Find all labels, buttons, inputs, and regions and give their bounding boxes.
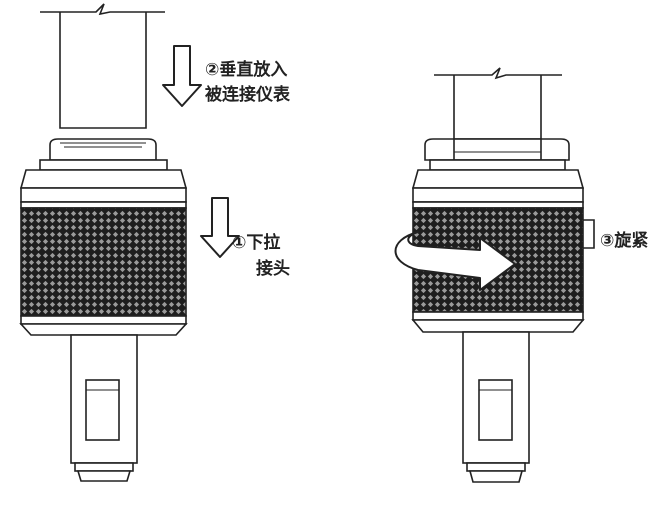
lower-body-right	[462, 331, 530, 483]
step2-label-line2: 被连接仪表	[205, 84, 291, 105]
curved-rotation-arrow-icon	[394, 231, 516, 291]
lower-body-left	[70, 334, 138, 482]
right-assembly	[411, 67, 585, 483]
left-assembly	[19, 3, 188, 482]
fitting-top-right	[411, 138, 585, 209]
step1-label-line2: 接头	[256, 258, 290, 279]
step3-bracket	[583, 219, 595, 249]
step1-label-line1: ①下拉	[232, 232, 280, 253]
knurled-sleeve-left	[19, 207, 188, 336]
step3-label: ③旋紧	[600, 230, 648, 251]
fitting-top-left	[19, 138, 188, 209]
instrument-pipe-left	[40, 3, 165, 129]
down-arrow-icon	[162, 45, 202, 107]
down-arrow-icon	[200, 197, 240, 258]
step2-label-line1: ②垂直放入	[205, 59, 287, 80]
